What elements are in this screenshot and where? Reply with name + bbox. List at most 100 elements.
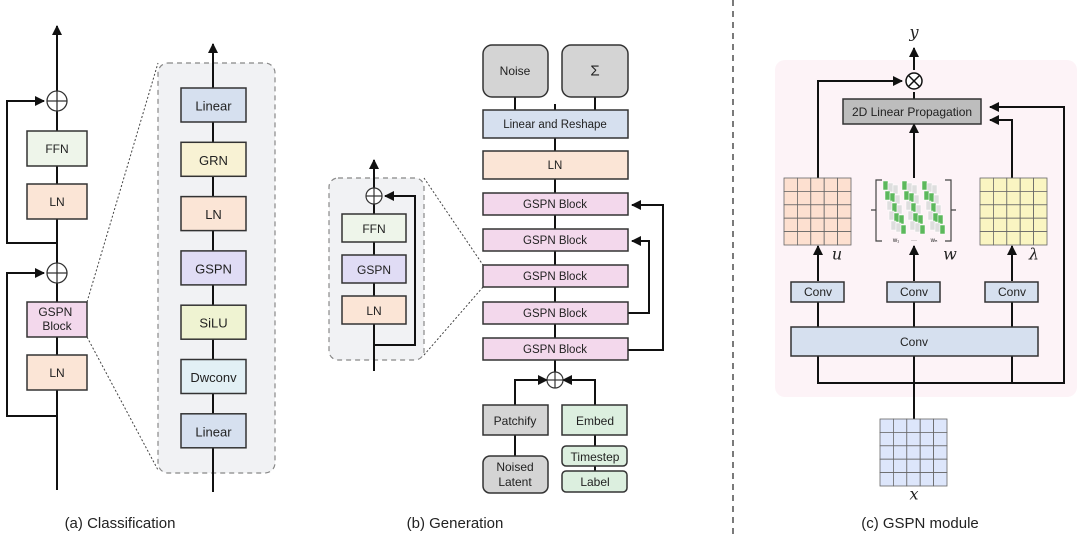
inset-stack: FFN GSPN LN: [341, 213, 407, 325]
grid-cell: [893, 458, 908, 474]
block-label: Conv: [998, 285, 1026, 299]
grid-cell: [993, 217, 1008, 232]
block-label: Latent: [498, 475, 532, 489]
grid-cell: [1006, 217, 1021, 232]
block-gspn-block: GSPN Block: [482, 192, 629, 216]
w-subscript: wₙ: [930, 238, 938, 244]
grid-cell: [837, 190, 852, 206]
grid-cell: [823, 231, 839, 246]
embed-arrow: [562, 375, 596, 406]
block-ln: LN: [482, 150, 629, 180]
block-gspn-block: GSPN Block: [482, 301, 629, 325]
input-symbol: x: [909, 485, 918, 504]
add-icon: [46, 262, 68, 284]
grid-cell: [783, 217, 798, 232]
grid-cell: [893, 431, 908, 447]
block-ffn: FFN: [341, 213, 407, 243]
w-slab: [901, 180, 926, 235]
grid-cell: [1033, 190, 1048, 206]
lambda-grid: [979, 177, 1048, 246]
block-silu: SiLU: [180, 304, 247, 340]
zoom-guide-line: [86, 336, 159, 471]
output-symbol: y: [908, 23, 919, 42]
block-label-input: Label: [561, 470, 628, 493]
bracket-right: [945, 179, 956, 242]
gspn-module-panel: y x 2D Linear Propagation u w: [775, 23, 1077, 504]
block-label: Conv: [900, 335, 928, 349]
grid-cell: [933, 431, 948, 447]
grid-cell: [906, 472, 921, 487]
block-label: GSPN: [195, 261, 232, 276]
grid-cell: [797, 231, 812, 246]
block-label: LN: [49, 195, 64, 209]
grid-cell: [919, 418, 935, 433]
grid-cell: [810, 177, 825, 192]
grid-cell: [933, 472, 948, 487]
block-label: GSPN Block: [523, 344, 587, 356]
grid-cell: [933, 445, 948, 460]
grid-cell: [1019, 231, 1035, 246]
block-label: Linear and Reshape: [503, 119, 607, 131]
block-label: GSPN Block: [523, 199, 587, 211]
grid-cell: [837, 217, 852, 232]
block-label: LN: [49, 366, 64, 380]
w-slab: [882, 180, 907, 235]
block-label: GSPN: [357, 263, 391, 277]
bracket-left: [871, 179, 882, 242]
block-linear-and-reshape: Linear and Reshape: [482, 109, 629, 139]
grid-cell: [797, 177, 812, 192]
grid-cell: [879, 458, 894, 474]
skip-connection-outer: [628, 200, 664, 351]
w-symbol: w: [943, 245, 957, 264]
classification-panel: FFN LN GSPN Block LN LinearGRNLNGSPNSiLU…: [6, 25, 276, 492]
block-dwconv: Dwconv: [180, 358, 247, 395]
block-label: Conv: [900, 285, 928, 299]
grid-cell: [1033, 177, 1048, 192]
grid-cell: [837, 204, 852, 219]
block-label: Conv: [804, 285, 832, 299]
block-label: LN: [205, 207, 222, 222]
grid-cell: [1019, 204, 1035, 219]
grid-cell: [810, 231, 825, 246]
block-label: GSPN Block: [523, 308, 587, 320]
block-label: FFN: [362, 222, 385, 236]
block-ffn: FFN: [26, 130, 88, 167]
grid-cell: [797, 190, 812, 206]
add-icon: [46, 90, 68, 112]
caption-generation: (b) Generation: [407, 515, 504, 532]
u-arrow: [817, 76, 903, 178]
grid-cell: [919, 458, 935, 474]
u-grid: [783, 177, 852, 246]
block-ln: LN: [180, 195, 247, 232]
block-label: Label: [580, 475, 609, 489]
block-label: 2D Linear Propagation: [852, 105, 972, 119]
block-conv-w: Conv: [886, 281, 941, 303]
grid-cell: [810, 204, 825, 219]
grid-cell: [823, 217, 839, 232]
grid-cell: [933, 418, 948, 433]
add-icon: [546, 371, 564, 389]
block-label: SiLU: [199, 316, 227, 331]
block-label: GSPN Block: [523, 271, 587, 283]
block-label: LN: [366, 304, 381, 318]
grid-cell: [1006, 190, 1021, 206]
grid-cell: [1033, 231, 1048, 246]
w-subscript: w₁: [892, 238, 899, 244]
grid-cell: [879, 418, 894, 433]
block-label: Timestep: [571, 450, 620, 464]
grid-cell: [783, 231, 798, 246]
block-label: Noised: [496, 460, 533, 474]
block-2d-linear-propagation: 2D Linear Propagation: [842, 98, 982, 125]
block-embed: Embed: [561, 404, 628, 436]
block-timestep: Timestep: [561, 445, 628, 467]
zoom-guide-line: [86, 62, 159, 303]
grid-cell: [783, 204, 798, 219]
grid-cell: [993, 231, 1008, 246]
grid-cell: [979, 217, 994, 232]
grid-cell: [837, 177, 852, 192]
grid-cell: [879, 472, 894, 487]
grid-cell: [783, 190, 798, 206]
grid-cell: [979, 231, 994, 246]
